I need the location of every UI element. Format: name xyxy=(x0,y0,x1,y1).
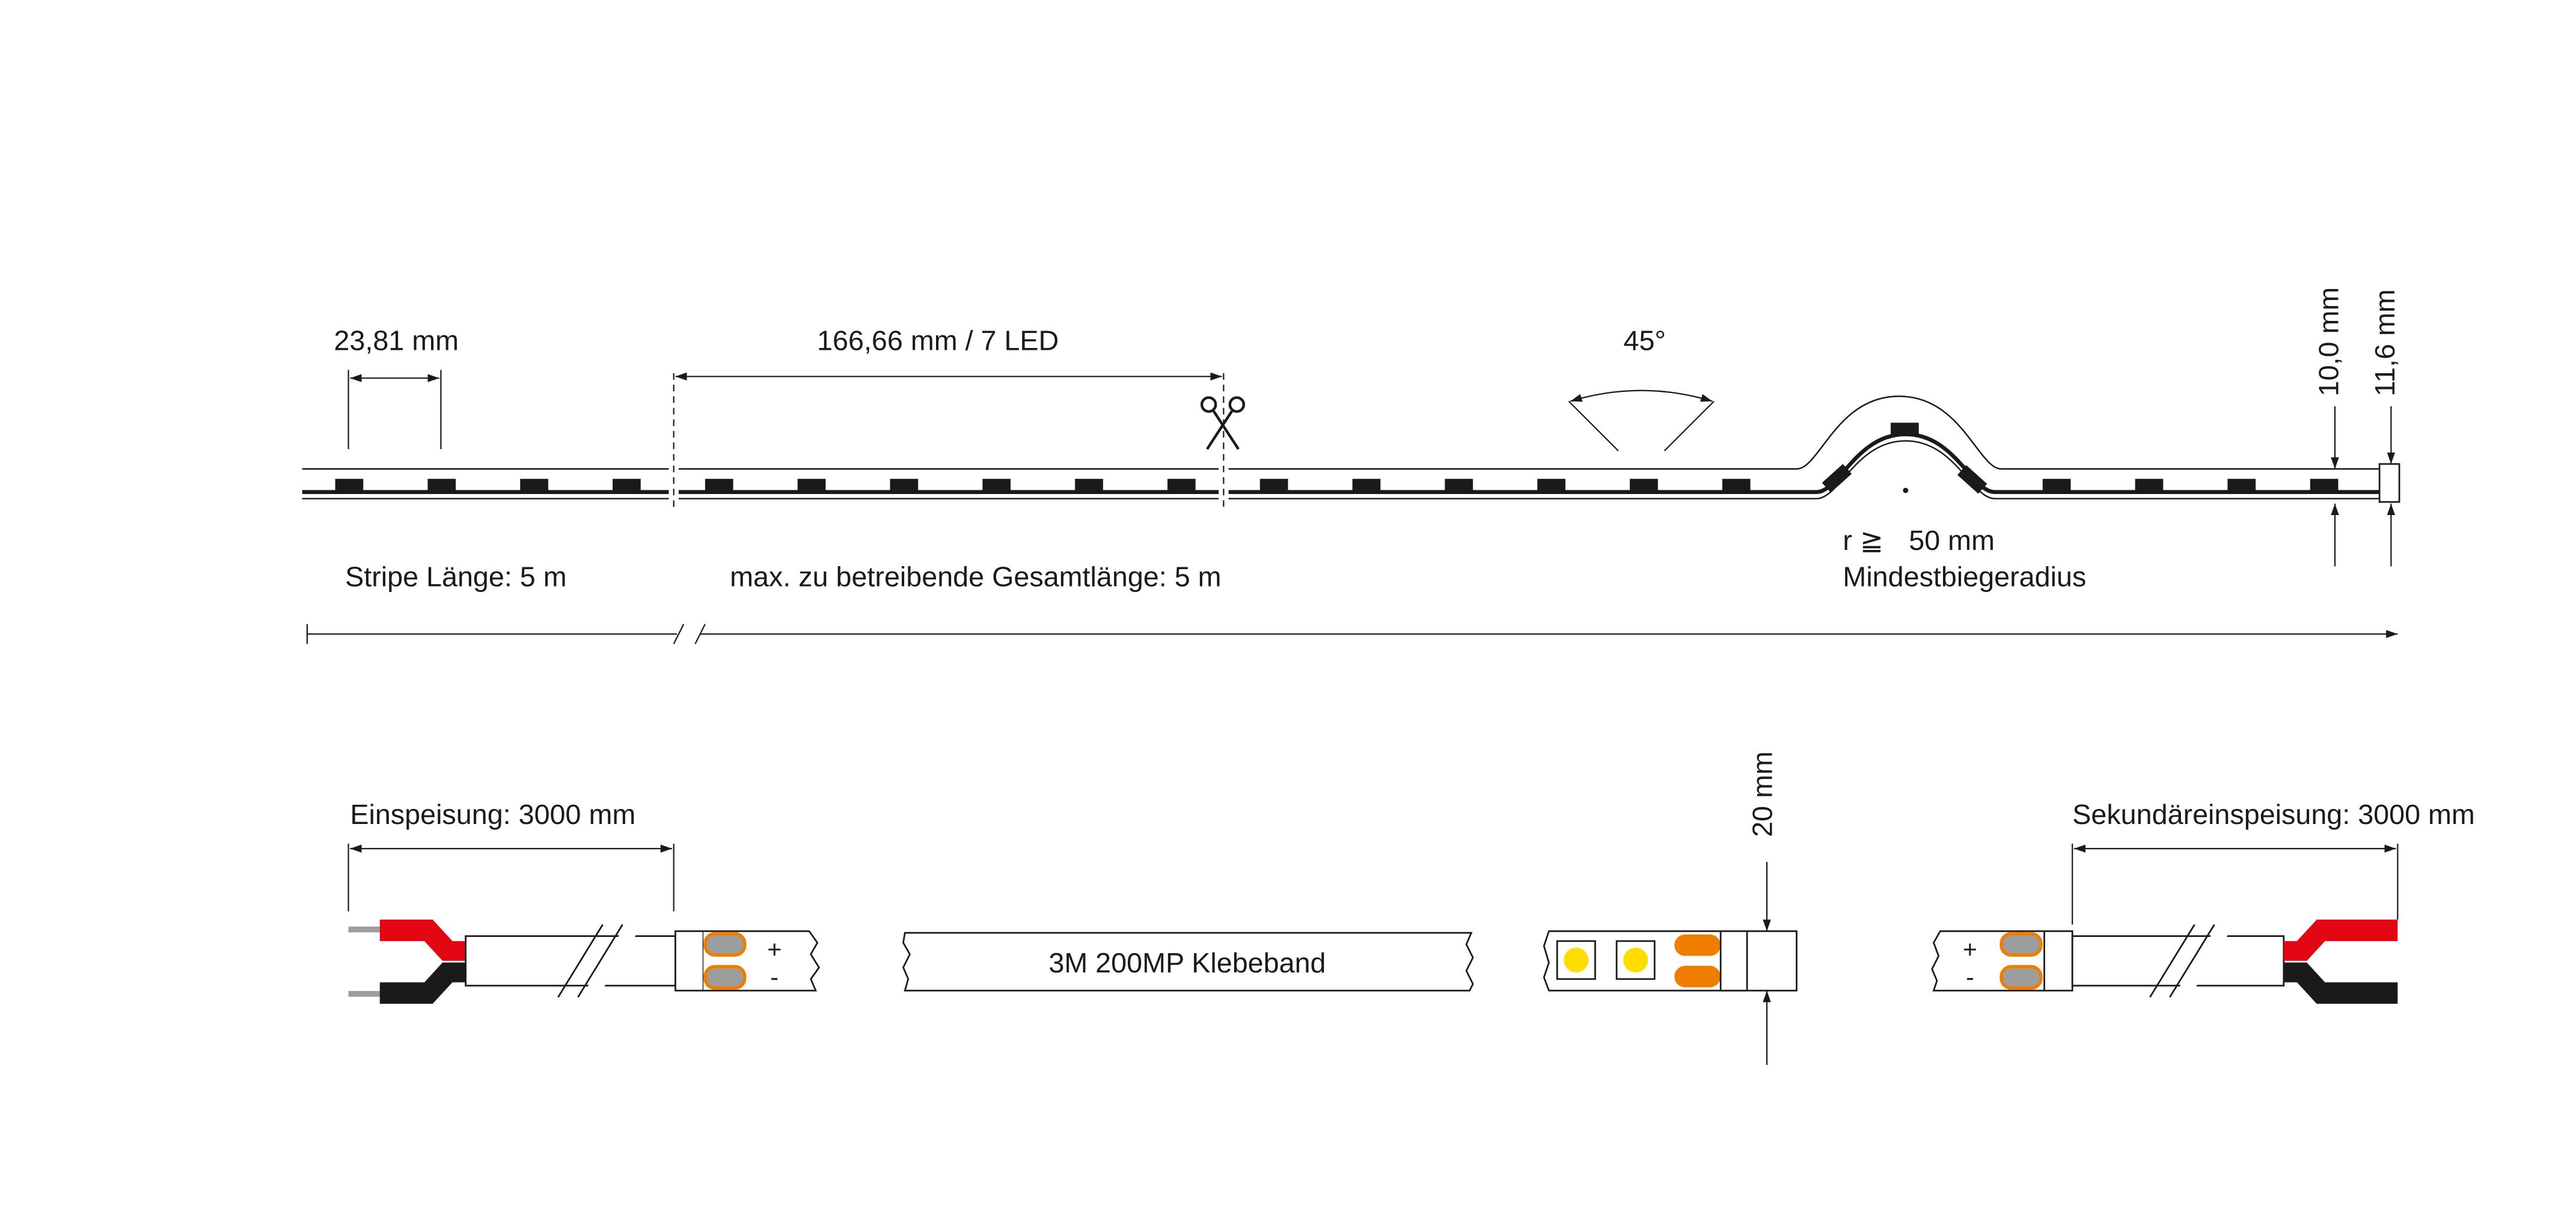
wire-black xyxy=(2283,962,2398,1004)
led-chip xyxy=(1075,478,1103,492)
led-chip xyxy=(1891,423,1919,436)
solder-pad xyxy=(703,965,747,990)
led-chip xyxy=(982,478,1011,492)
led-chip xyxy=(335,478,364,492)
strip-end-connector xyxy=(1719,930,1748,992)
strip-top-view: 20 mm xyxy=(1543,751,1797,1065)
strip-end-cap xyxy=(2378,463,2400,503)
feed-length-label: Einspeisung: 3000 mm xyxy=(350,799,635,830)
cable-break-right xyxy=(2149,924,2235,998)
led-chip xyxy=(613,478,641,492)
plus-sign: + xyxy=(767,935,782,963)
led-chip xyxy=(1259,478,1288,492)
bend-radius-value: 50 mm xyxy=(1909,525,1995,556)
cut-length-label: 166,66 mm / 7 LED xyxy=(817,325,1059,356)
bend-radius-caption: Mindestbiegeradius xyxy=(1843,561,2086,592)
led-chip xyxy=(427,478,456,492)
led-chip xyxy=(2042,478,2071,492)
led-chip xyxy=(2310,478,2339,492)
led-emitter xyxy=(1623,947,1648,973)
tape-label: 3M 200MP Klebeband xyxy=(1048,947,1326,978)
strip-width-dimension xyxy=(1754,861,1797,1065)
width-label: 11,6 mm xyxy=(2369,289,2400,396)
beam-angle-label: 45° xyxy=(1624,325,1666,356)
height-label: 10,0 mm xyxy=(2313,287,2344,397)
solder-pad xyxy=(1999,965,2043,990)
secondary-connector-cap xyxy=(2043,930,2073,992)
secondary-feed-connector: Sekundäreinspeisung: 3000 mm + - xyxy=(1931,799,2475,1004)
led-chip xyxy=(1445,478,1473,492)
minus-sign: - xyxy=(1966,963,1974,991)
plus-sign: + xyxy=(1963,935,1977,963)
led-chip xyxy=(1722,478,1751,492)
bend-center-point xyxy=(1903,487,1909,493)
beam-angle-dimension xyxy=(1568,389,1715,451)
pitch-dimension xyxy=(347,370,442,450)
solder-pad xyxy=(1674,966,1721,987)
adhesive-tape: 3M 200MP Klebeband xyxy=(902,932,1474,992)
wire-black xyxy=(379,962,466,1004)
bend-radius-prefix: r ≧ xyxy=(1843,525,1883,556)
led-emitter xyxy=(1564,947,1589,973)
led-chip xyxy=(2227,478,2256,492)
scissors-icon xyxy=(1200,396,1246,450)
led-chip xyxy=(797,478,826,492)
wire-red xyxy=(2283,920,2398,961)
strip-side-view: 23,81 mm 166,66 mm / 7 LED 45° 10,0 mm 1… xyxy=(302,287,2400,644)
strip-segment-2 xyxy=(678,468,1219,499)
solder-pad xyxy=(703,932,747,957)
stripe-length-label: Stripe Länge: 5 m xyxy=(345,561,567,592)
led-chip xyxy=(520,478,548,492)
led-chip xyxy=(1957,465,1987,494)
cable-break-left xyxy=(557,924,643,998)
solder-pad xyxy=(1674,934,1721,956)
led-chip xyxy=(2135,478,2164,492)
feed-cable xyxy=(465,935,676,987)
strip-width-label: 20 mm xyxy=(1746,751,1778,837)
led-chip xyxy=(1537,478,1565,492)
solder-pad xyxy=(1999,932,2043,957)
secondary-cable xyxy=(2071,935,2285,987)
led-chip xyxy=(890,478,919,492)
minus-sign: - xyxy=(770,963,779,991)
strip-segment-3-bend xyxy=(1228,395,2400,499)
led-chip xyxy=(1822,464,1852,493)
pitch-label: 23,81 mm xyxy=(334,325,459,356)
led-chip xyxy=(1630,478,1658,492)
total-length-label: max. zu betreibende Gesamtlänge: 5 m xyxy=(730,561,1221,592)
led-chip xyxy=(1167,478,1196,492)
feed-connector: Einspeisung: 3000 mm + - xyxy=(347,799,821,1004)
total-length-dimension xyxy=(306,623,2398,644)
secondary-feed-length-label: Sekundäreinspeisung: 3000 mm xyxy=(2072,799,2475,830)
led-chip xyxy=(1352,478,1381,492)
wire-red xyxy=(379,920,466,961)
led-chips xyxy=(335,423,2339,494)
led-chip xyxy=(705,478,733,492)
feed-connector-cap xyxy=(675,930,705,992)
